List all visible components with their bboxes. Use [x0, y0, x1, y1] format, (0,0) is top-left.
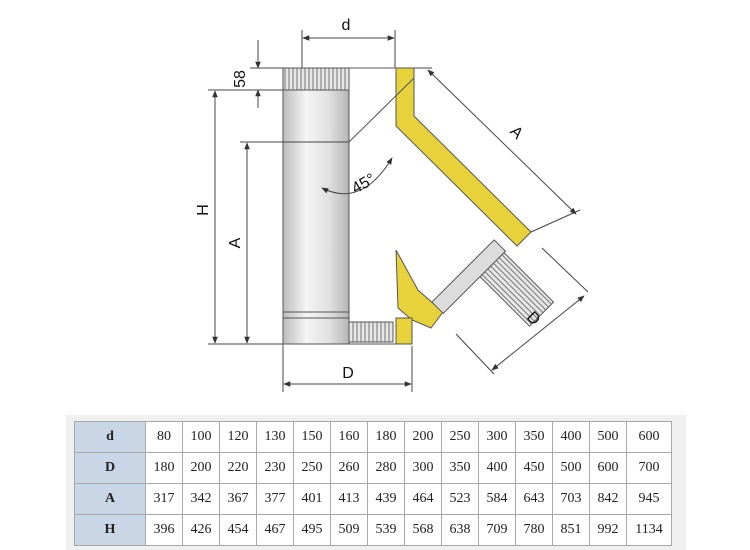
table-cell: 500	[589, 421, 627, 453]
table-cell: 350	[441, 452, 479, 484]
table-cell: 992	[589, 514, 627, 546]
dim-58: 58	[232, 40, 283, 108]
table-cell: 495	[293, 514, 331, 546]
table-cell: 842	[589, 483, 627, 515]
dim-d-label: d	[342, 17, 351, 34]
table-cell: 400	[478, 452, 516, 484]
main-pipe	[282, 67, 412, 346]
table-cell: 413	[330, 483, 368, 515]
dim-d: d	[301, 17, 396, 68]
table-cell: 568	[404, 514, 442, 546]
table-cell: 250	[441, 421, 479, 453]
dim-A-diagonal-label: A	[506, 123, 526, 143]
table-cell: 851	[552, 514, 590, 546]
table-cell: 703	[552, 483, 590, 515]
table-cell: 709	[478, 514, 516, 546]
table-cell: 200	[182, 452, 220, 484]
table-cell: 80	[145, 421, 183, 453]
row-header: D	[74, 452, 146, 484]
table-cell: 400	[552, 421, 590, 453]
table-cell: 220	[219, 452, 257, 484]
branch-axis	[348, 77, 415, 143]
table-cell: 230	[256, 452, 294, 484]
table-cell: 260	[330, 452, 368, 484]
table-cell: 396	[145, 514, 183, 546]
row-header: d	[74, 421, 146, 453]
row-header: A	[74, 483, 146, 515]
table-cell: 500	[552, 452, 590, 484]
tee-fitting-drawing: d 58 H A 45° A D	[195, 17, 589, 392]
table-cell: 1134	[626, 514, 672, 546]
table-cell: 300	[404, 452, 442, 484]
table-cell: 150	[293, 421, 331, 453]
table-cell: 426	[182, 514, 220, 546]
table-cell: 130	[256, 421, 294, 453]
angle-label: 45°	[349, 171, 378, 198]
dim-A-vertical-label: A	[227, 237, 244, 248]
table-cell: 401	[293, 483, 331, 515]
table-cell: 317	[145, 483, 183, 515]
insulation-upper	[395, 67, 532, 247]
branch-end	[431, 239, 555, 327]
dim-A-vertical: A	[227, 141, 349, 344]
table-cell: 160	[330, 421, 368, 453]
table-cell: 180	[145, 452, 183, 484]
dim-H-label: H	[195, 204, 212, 216]
dim-58-label: 58	[232, 70, 249, 88]
table-cell: 300	[478, 421, 516, 453]
table-cell: 700	[626, 452, 672, 484]
outer-sleeve	[395, 317, 413, 345]
table-cell: 200	[404, 421, 442, 453]
dim-D-bottom: D	[282, 346, 413, 392]
table-cell: 539	[367, 514, 405, 546]
table-cell: 120	[219, 421, 257, 453]
insulation-lower	[395, 249, 444, 329]
table-cell: 454	[219, 514, 257, 546]
dim-D-bottom-label: D	[342, 365, 354, 382]
table-cell: 367	[219, 483, 257, 515]
table-cell: 180	[367, 421, 405, 453]
table-cell: 584	[478, 483, 516, 515]
table-cell: 945	[626, 483, 672, 515]
table-cell: 600	[589, 452, 627, 484]
table-cell: 450	[515, 452, 553, 484]
table-cell: 250	[293, 452, 331, 484]
table-cell: 509	[330, 514, 368, 546]
table-cell: 100	[182, 421, 220, 453]
table-cell: 780	[515, 514, 553, 546]
table-cell: 600	[626, 421, 672, 453]
row-header: H	[74, 514, 146, 546]
table-cell: 439	[367, 483, 405, 515]
table-cell: 280	[367, 452, 405, 484]
table-cell: 643	[515, 483, 553, 515]
table-cell: 464	[404, 483, 442, 515]
table-cell: 342	[182, 483, 220, 515]
table-cell: 377	[256, 483, 294, 515]
table-cell: 638	[441, 514, 479, 546]
table-cell: 523	[441, 483, 479, 515]
table-cell: 350	[515, 421, 553, 453]
table-cell: 467	[256, 514, 294, 546]
dim-H: H	[195, 89, 283, 345]
